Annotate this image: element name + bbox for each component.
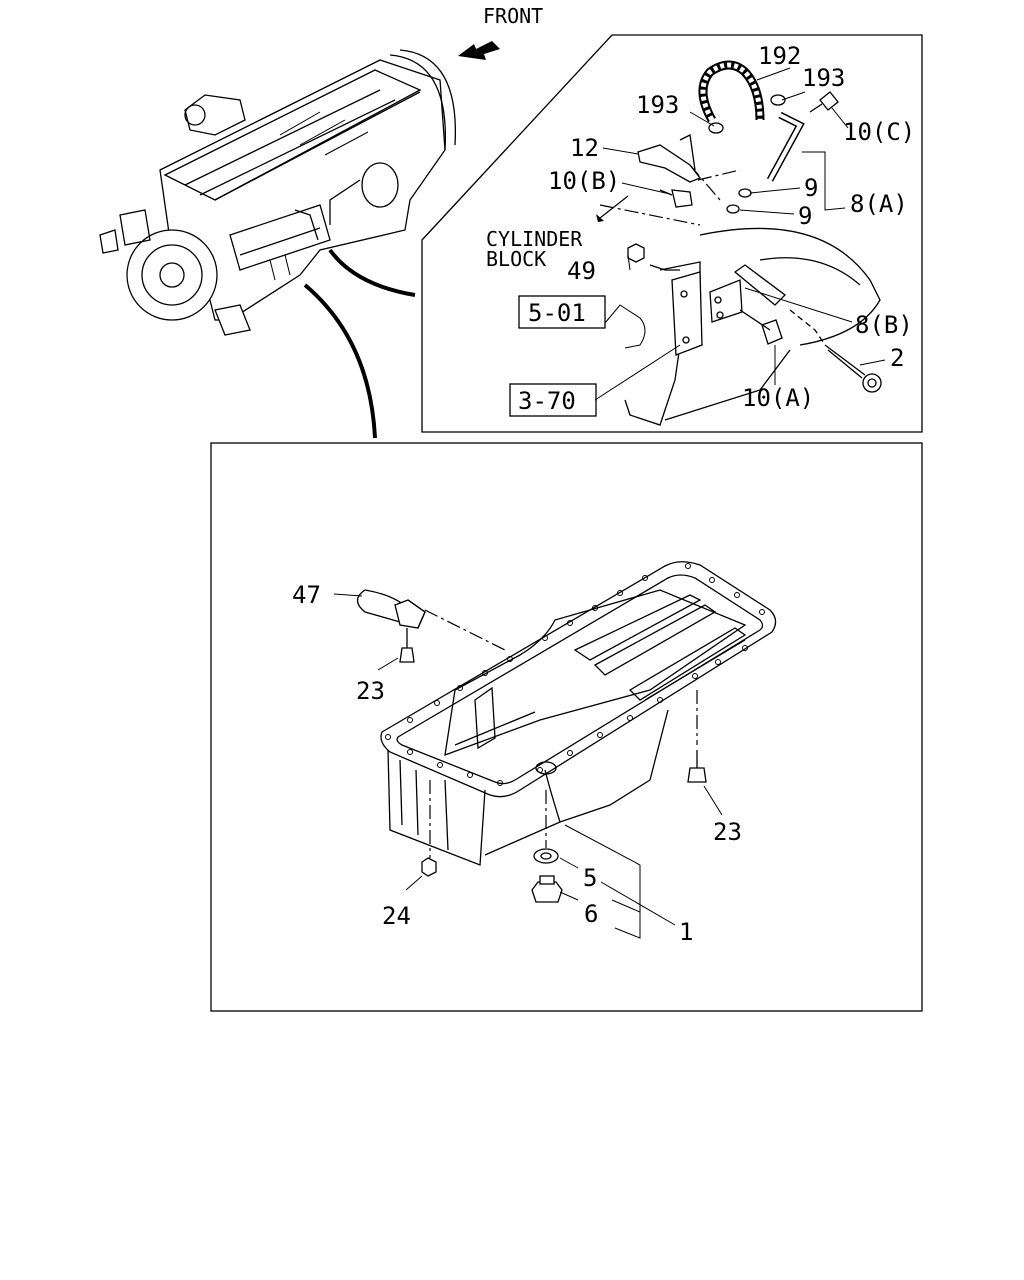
- ref-box-5-01-label: 5-01: [528, 299, 586, 327]
- front-label: FRONT: [483, 4, 543, 28]
- engine-illustration: [99, 49, 457, 439]
- callout-2[interactable]: 2: [890, 344, 904, 372]
- flange-bolt-holes: [385, 563, 765, 786]
- callout-1[interactable]: 1: [679, 918, 693, 946]
- callout-10b[interactable]: 10(B): [548, 167, 620, 195]
- callout-193-left[interactable]: 193: [636, 91, 679, 119]
- cylinder-block-label-1: CYLINDER: [486, 227, 583, 251]
- callout-9-lower[interactable]: 9: [798, 202, 812, 230]
- callout-23-left[interactable]: 23: [356, 677, 385, 705]
- callout-23-right[interactable]: 23: [713, 818, 742, 846]
- callout-10c[interactable]: 10(C): [843, 118, 915, 146]
- callout-193-right[interactable]: 193: [802, 64, 845, 92]
- callout-9-upper[interactable]: 9: [804, 174, 818, 202]
- callout-6[interactable]: 6: [584, 900, 598, 928]
- cylinder-block-label-2: BLOCK: [486, 247, 546, 271]
- callout-12[interactable]: 12: [570, 134, 599, 162]
- callout-24[interactable]: 24: [382, 902, 411, 930]
- ref-box-3-70[interactable]: [509, 383, 597, 417]
- oil-pan-panel: 47 23 23 5 6 1 24: [210, 442, 923, 1012]
- ref-box-5-01[interactable]: [518, 295, 606, 329]
- callout-47[interactable]: 47: [292, 581, 321, 609]
- callout-192[interactable]: 192: [758, 42, 801, 70]
- callout-8a[interactable]: 8(A): [850, 190, 908, 218]
- front-arrow-icon: [458, 41, 500, 60]
- dipstick-detail-panel: 5-01 3-70 CYLINDER BLOCK 192 193 193 10(…: [421, 34, 923, 433]
- callout-49[interactable]: 49: [567, 257, 596, 285]
- front-indicator: FRONT: [458, 4, 543, 60]
- callout-10a[interactable]: 10(A): [742, 384, 814, 412]
- callout-8b[interactable]: 8(B): [855, 311, 913, 339]
- ref-box-3-70-label: 3-70: [518, 387, 576, 415]
- callout-5[interactable]: 5: [583, 864, 597, 892]
